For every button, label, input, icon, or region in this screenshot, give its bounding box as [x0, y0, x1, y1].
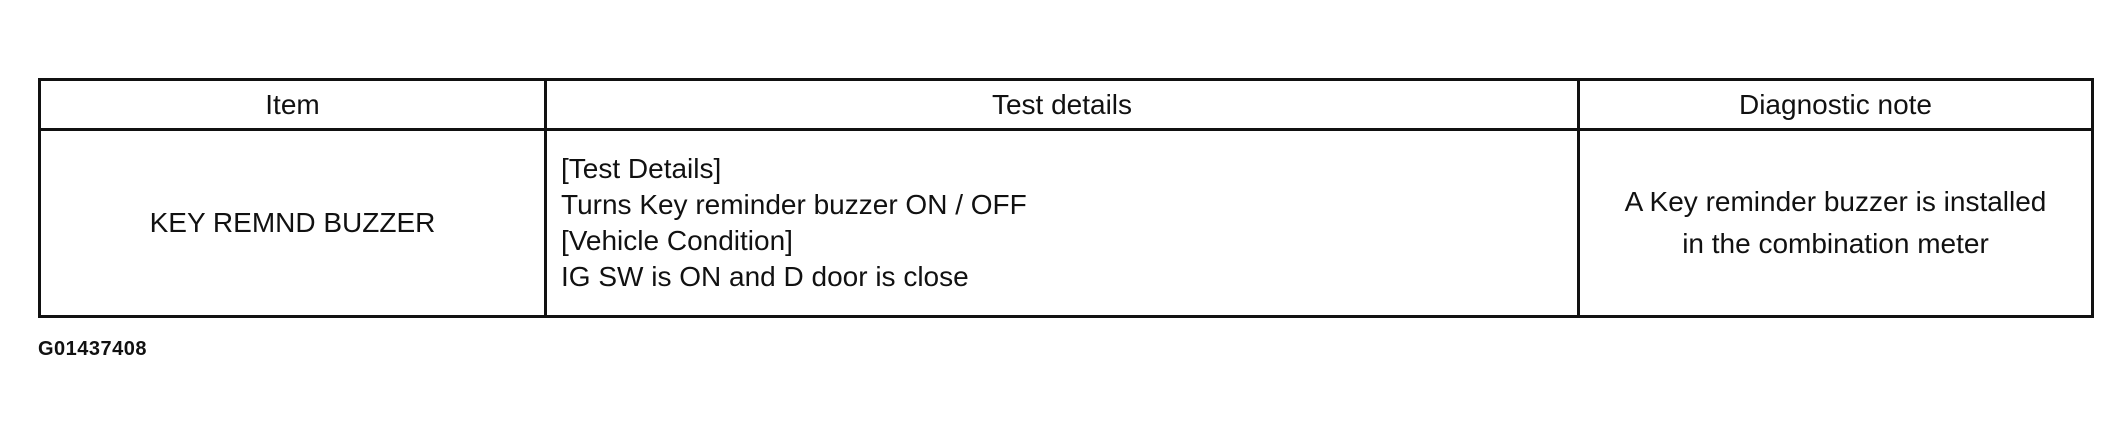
diagnostic-table: Item Test details Diagnostic note KEY RE…	[38, 78, 2094, 318]
diagnostic-note-line-1: A Key reminder buzzer is installed	[1624, 186, 2047, 217]
header-item: Item	[38, 78, 547, 131]
item-cell: KEY REMND BUZZER	[38, 128, 547, 318]
test-details-cell: [Test Details] Turns Key reminder buzzer…	[544, 128, 1580, 318]
test-details-text: Turns Key reminder buzzer ON / OFF	[561, 189, 1027, 220]
diagnostic-note-line-2: in the combination meter	[1682, 228, 1989, 259]
vehicle-condition-text: IG SW is ON and D door is close	[561, 261, 969, 292]
header-diagnostic-note: Diagnostic note	[1577, 78, 2094, 131]
vehicle-condition-heading: [Vehicle Condition]	[561, 225, 793, 256]
test-details-heading: [Test Details]	[561, 153, 722, 184]
table-row: KEY REMND BUZZER [Test Details] Turns Ke…	[38, 128, 2094, 318]
figure-id: G01437408	[38, 338, 148, 360]
table-header-row: Item Test details Diagnostic note	[38, 78, 2094, 131]
diagnostic-note-cell: A Key reminder buzzer is installed in th…	[1577, 128, 2094, 318]
header-test-details: Test details	[544, 78, 1580, 131]
